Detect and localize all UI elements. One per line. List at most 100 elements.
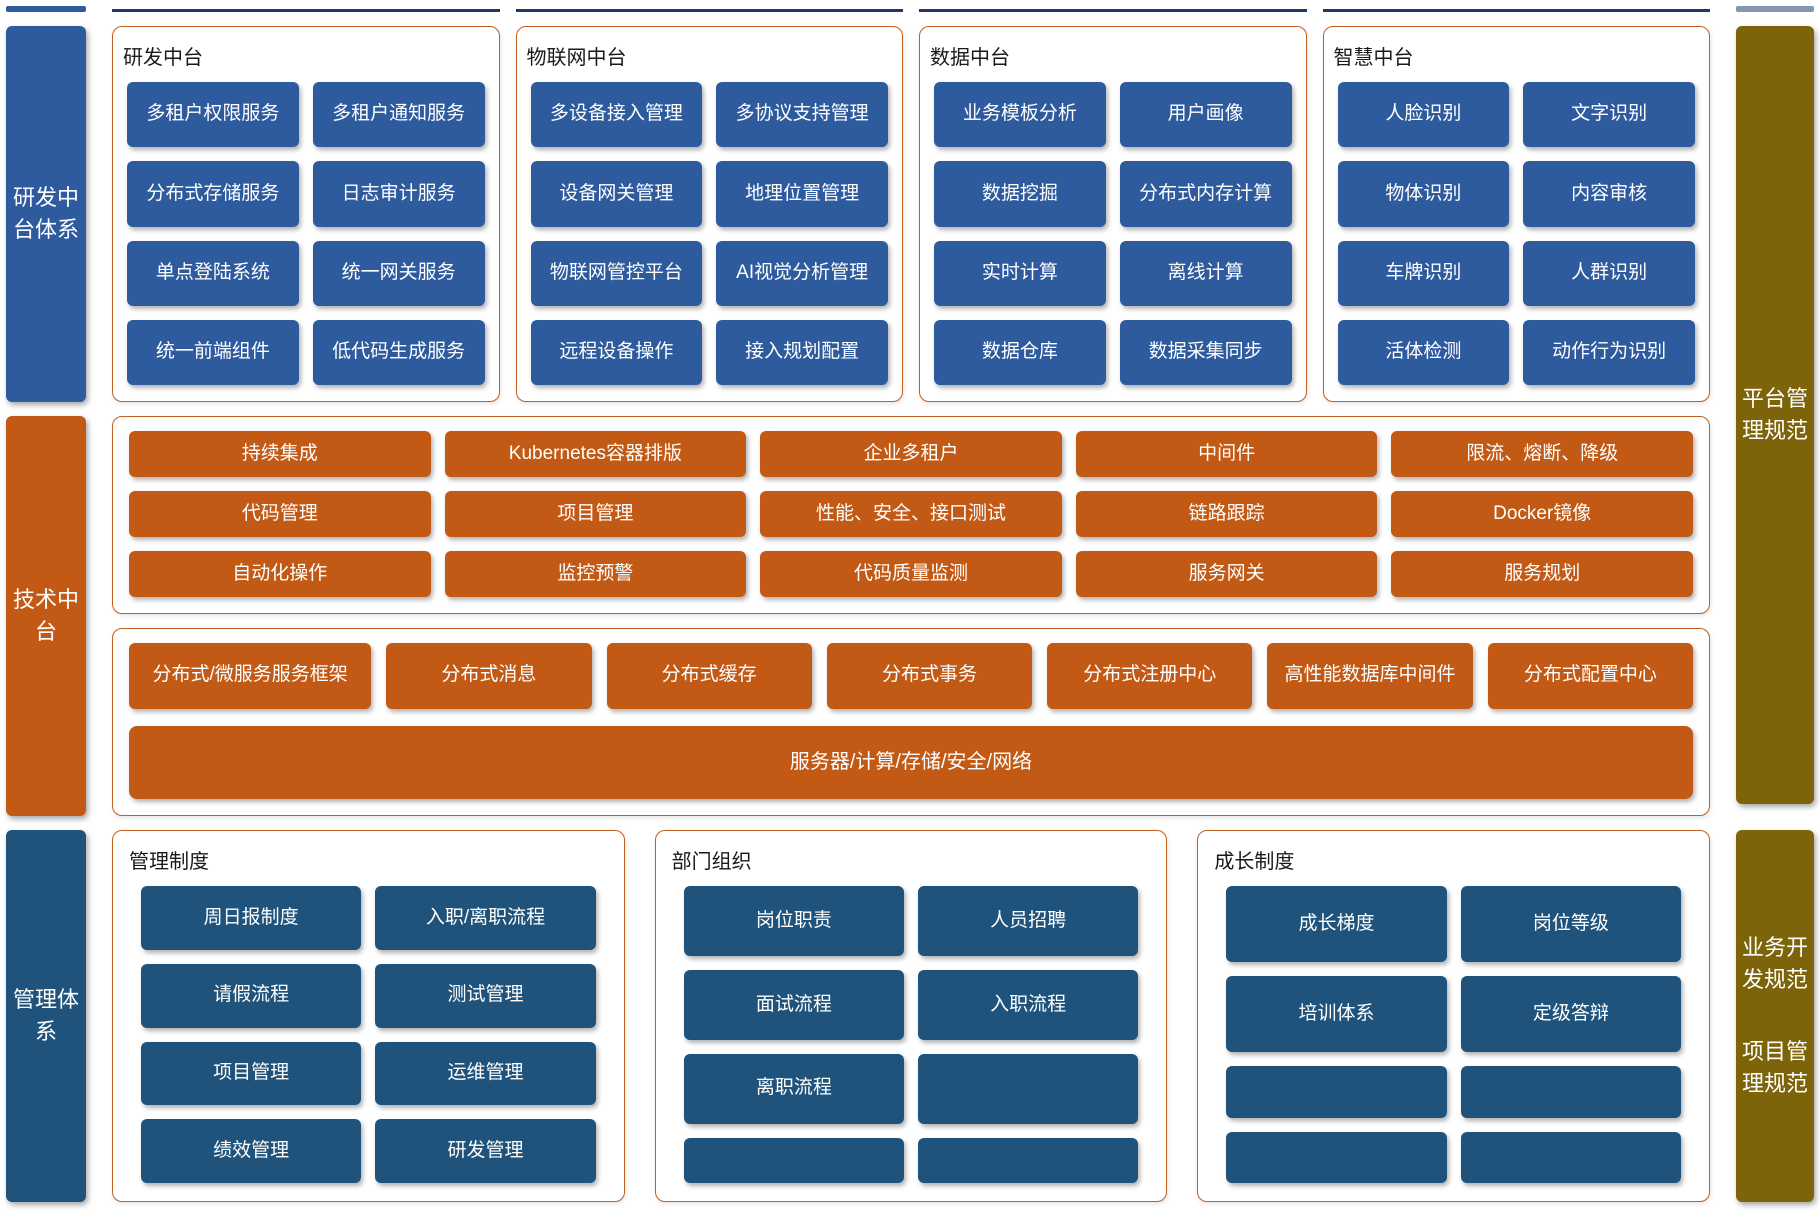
capability-node: 远程设备操作	[530, 319, 703, 385]
capability-node: AI视觉分析管理	[716, 240, 888, 306]
management-node: 面试流程	[683, 969, 904, 1040]
capability-node: 设备网关管理	[530, 161, 703, 227]
group-title: 研发中台	[123, 47, 203, 69]
node-label: 限流、熔断、降级	[1466, 442, 1619, 464]
group-node-grid: 人脸识别 文字识别 物体识别 内容审核	[1337, 82, 1695, 385]
node-label: 人员招聘	[990, 909, 1067, 931]
tech-node: 性能、安全、接口测试	[760, 491, 1062, 537]
node-label: 分布式缓存	[661, 664, 757, 686]
group-node-grid: 多租户权限服务 多租户通知服务 分布式存储服务 日志审计服务	[127, 82, 485, 385]
group-title: 物联网中台	[526, 47, 627, 69]
management-node	[1460, 1131, 1682, 1183]
node-label: 离线计算	[1167, 261, 1244, 283]
sidebar-label: 项目管理规范	[1742, 1039, 1809, 1096]
capability-node: 离线计算	[1119, 240, 1292, 306]
node-label: 代码管理	[241, 502, 318, 524]
sidebar-label: 研发中台体系	[13, 185, 80, 242]
capability-node: 单点登陆系统	[127, 240, 299, 306]
node-label: 车牌识别	[1385, 261, 1462, 283]
node-label: 分布式存储服务	[146, 182, 280, 204]
node-label: 定级答辩	[1532, 1002, 1609, 1024]
node-label: 设备网关管理	[559, 182, 674, 204]
group-title: 成长制度	[1214, 851, 1295, 873]
tech-node: 持续集成	[129, 431, 431, 477]
node-label: 动作行为识别	[1552, 341, 1667, 363]
sidebar-management-system: 管理体系	[6, 830, 86, 1202]
node-label: 运维管理	[447, 1062, 524, 1084]
management-node	[918, 1137, 1139, 1183]
tech-node: Docker镜像	[1391, 491, 1693, 537]
node-label: 代码质量监测	[853, 562, 968, 584]
node-label: 物联网管控平台	[549, 261, 683, 283]
node-label: 业务模板分析	[962, 103, 1077, 125]
node-label: 企业多租户	[863, 442, 959, 464]
node-label: 分布式注册中心	[1083, 664, 1217, 686]
group-title: 数据中台	[930, 47, 1010, 69]
node-label: 入职流程	[990, 993, 1067, 1015]
node-label: 高性能数据库中间件	[1284, 664, 1456, 686]
management-node: 培训体系	[1226, 976, 1447, 1053]
management-node: 周日报制度	[141, 886, 362, 950]
management-node: 运维管理	[375, 1041, 596, 1106]
tech-node: 分布式注册中心	[1047, 643, 1253, 709]
node-label: Kubernetes容器排版	[508, 442, 682, 464]
platform-group: 物联网中台 多设备接入管理 多协议支持管理 设备网关管理	[515, 26, 903, 402]
group-node-grid: 周日报制度 入职/离职流程 请假流程 测试管理	[141, 886, 596, 1183]
management-group: 管理制度 周日报制度 入职/离职流程 请假流程	[112, 830, 625, 1202]
tech-node: 服务规划	[1391, 551, 1693, 597]
capability-node: 数据仓库	[934, 319, 1106, 385]
tech-node: Kubernetes容器排版	[444, 431, 747, 477]
capability-node: 分布式存储服务	[127, 161, 299, 227]
capability-node: 日志审计服务	[312, 161, 485, 227]
group-node-grid: 岗位职责 人员招聘 面试流程 入职流程	[683, 886, 1139, 1183]
node-label: 人脸识别	[1385, 103, 1462, 125]
node-label: 自动化操作	[232, 562, 328, 584]
node-label: 分布式内存计算	[1139, 182, 1273, 204]
infrastructure-bar: 服务器/计算/存储/安全/网络	[129, 725, 1693, 799]
node-label: 培训体系	[1298, 1002, 1375, 1024]
sidebar-platform-management-spec: 平台管理规范	[1736, 26, 1814, 804]
node-label: 面试流程	[755, 993, 832, 1015]
node-label: 分布式/微服务服务框架	[152, 664, 348, 686]
capability-node: 分布式内存计算	[1119, 161, 1292, 227]
node-label: 文字识别	[1571, 103, 1648, 125]
sidebar-business-dev-and-project-spec: 业务开发规范 项目管理规范	[1736, 830, 1814, 1202]
platform-group: 数据中台 业务模板分析 用户画像 数据挖掘	[919, 26, 1307, 402]
tech-tools-group: 持续集成 Kubernetes容器排版 企业多租户	[112, 416, 1710, 614]
tech-tools-grid: 持续集成 Kubernetes容器排版 企业多租户	[129, 431, 1693, 597]
capability-node: 统一网关服务	[312, 240, 485, 306]
node-label: 数据挖掘	[981, 182, 1058, 204]
group-title: 智慧中台	[1333, 47, 1414, 69]
sidebar-rnd-middle-platform-system: 研发中台体系	[6, 26, 86, 402]
platform-group: 智慧中台 人脸识别 文字识别 物体识别	[1322, 26, 1710, 402]
node-label: 远程设备操作	[559, 341, 674, 363]
cropped-strip-segment	[515, 6, 903, 12]
node-label: AI视觉分析管理	[736, 261, 869, 283]
node-label: 实时计算	[981, 261, 1058, 283]
tech-node: 限流、熔断、降级	[1391, 431, 1693, 477]
node-label: 测试管理	[447, 984, 524, 1006]
sidebar-tech-middle-platform: 技术中台	[6, 416, 86, 816]
node-label: 项目管理	[557, 502, 634, 524]
capability-node: 人脸识别	[1337, 82, 1510, 148]
node-label: 分布式消息	[441, 664, 537, 686]
management-node: 研发管理	[375, 1119, 596, 1183]
management-group: 部门组织 岗位职责 人员招聘 面试流程	[654, 830, 1168, 1202]
cropped-strip-right	[1736, 6, 1814, 12]
node-label: 分布式事务	[881, 664, 977, 686]
group-node-grid: 成长梯度 岗位等级 培训体系 定级答辩	[1226, 886, 1682, 1183]
tech-node: 中间件	[1075, 431, 1378, 477]
sidebar-label: 平台管理规范	[1742, 386, 1809, 443]
node-label: Docker镜像	[1493, 502, 1592, 524]
group-node-grid: 多设备接入管理 多协议支持管理 设备网关管理 地理位置管理	[530, 82, 888, 385]
management-node	[1226, 1131, 1447, 1183]
tech-platform-tools-row: 持续集成 Kubernetes容器排版 企业多租户	[112, 416, 1710, 614]
node-label: 低代码生成服务	[332, 341, 466, 363]
node-label: 入职/离职流程	[425, 906, 546, 928]
capability-node: 多租户权限服务	[127, 82, 299, 148]
node-label: 多租户通知服务	[332, 103, 466, 125]
tech-node: 项目管理	[444, 491, 747, 537]
tech-platform-infra-row: 分布式/微服务服务框架 分布式消息 分布式缓存 分布式事务	[112, 628, 1710, 816]
platform-group: 研发中台 多租户权限服务 多租户通知服务 分布式存储服务	[112, 26, 500, 402]
